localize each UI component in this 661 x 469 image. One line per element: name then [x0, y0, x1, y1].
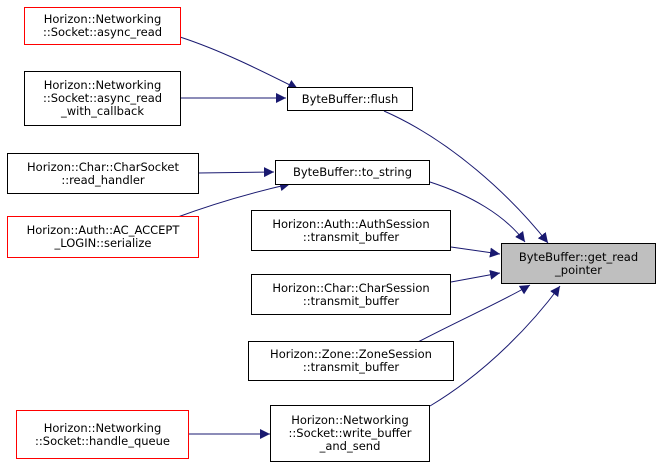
edge-to-string-to-get-read-pointer: [429, 181, 526, 243]
node-label-line: ByteBuffer::flush: [301, 91, 399, 106]
edge-charsession-to-get-read-pointer: [450, 269, 501, 283]
edge-write-buffer-to-get-read-pointer: [429, 285, 561, 407]
node-bytebuffer-get-read-pointer[interactable]: ByteBuffer::get_read _pointer: [501, 243, 656, 284]
node-label-line: Horizon::Auth::AC_ACCEPT: [26, 223, 180, 237]
node-label-line: _pointer: [555, 262, 602, 277]
node-label-line: ::transmit_buffer: [302, 293, 400, 308]
node-label-line: Horizon::Char::CharSession: [272, 280, 430, 295]
node-socket-handle-queue[interactable]: Horizon::Networking ::Socket::handle_que…: [16, 410, 189, 459]
node-label-line: Horizon::Auth::AuthSession: [272, 216, 430, 231]
node-label-line: Horizon::Networking: [43, 78, 162, 92]
node-ac-accept-login-serialize[interactable]: Horizon::Auth::AC_ACCEPT _LOGIN::seriali…: [7, 216, 199, 258]
node-label-line: ByteBuffer::to_string: [292, 165, 413, 179]
edge-read-handler-to-to-string: [197, 167, 275, 178]
node-label-line: _and_send: [319, 439, 381, 453]
node-label-line: _with_callback: [61, 104, 144, 118]
edge-ac-accept-login-to-to-string: [174, 181, 291, 219]
node-charsocket-read-handler[interactable]: Horizon::Char::CharSocket ::read_handler: [7, 153, 199, 194]
node-charsession-transmit-buffer[interactable]: Horizon::Char::CharSession ::transmit_bu…: [251, 274, 451, 315]
node-authsession-transmit-buffer[interactable]: Horizon::Auth::AuthSession ::transmit_bu…: [251, 210, 451, 251]
node-socket-async-read-with-callback[interactable]: Horizon::Networking ::Socket::async_read…: [24, 71, 181, 126]
node-label-line: Horizon::Zone::ZoneSession: [270, 347, 432, 361]
node-bytebuffer-to-string[interactable]: ByteBuffer::to_string: [275, 160, 430, 185]
edge-flush-to-get-read-pointer: [383, 110, 549, 244]
node-label-line: ByteBuffer::get_read: [518, 249, 639, 264]
node-label-line: Horizon::Networking: [43, 420, 162, 435]
node-label-line: ::read_handler: [61, 172, 145, 187]
node-socket-async-read[interactable]: Horizon::Networking ::Socket::async_read: [24, 7, 181, 45]
edge-authsession-to-get-read-pointer: [450, 246, 501, 258]
node-label-line: _LOGIN::serialize: [54, 236, 152, 250]
node-socket-write-buffer-and-send[interactable]: Horizon::Networking ::Socket::write_buff…: [270, 405, 430, 462]
node-label-line: ::Socket::handle_queue: [35, 433, 170, 448]
edge-async-read-to-flush: [179, 36, 299, 90]
node-label-line: ::transmit_buffer: [302, 229, 400, 244]
node-label-line: ::Socket::async_read: [42, 25, 163, 39]
node-label-line: Horizon::Char::CharSocket: [27, 159, 179, 174]
node-zonesession-transmit-buffer[interactable]: Horizon::Zone::ZoneSession ::transmit_bu…: [248, 341, 454, 381]
node-label-line: ::transmit_buffer: [302, 360, 400, 374]
node-bytebuffer-flush[interactable]: ByteBuffer::flush: [287, 87, 413, 111]
node-label-line: ::Socket::async_read: [42, 91, 163, 105]
node-label-line: ::Socket::write_buffer: [288, 426, 412, 440]
node-label-line: Horizon::Networking: [43, 12, 162, 26]
edge-zonesession-to-get-read-pointer: [417, 284, 531, 343]
node-label-line: Horizon::Networking: [291, 413, 409, 427]
